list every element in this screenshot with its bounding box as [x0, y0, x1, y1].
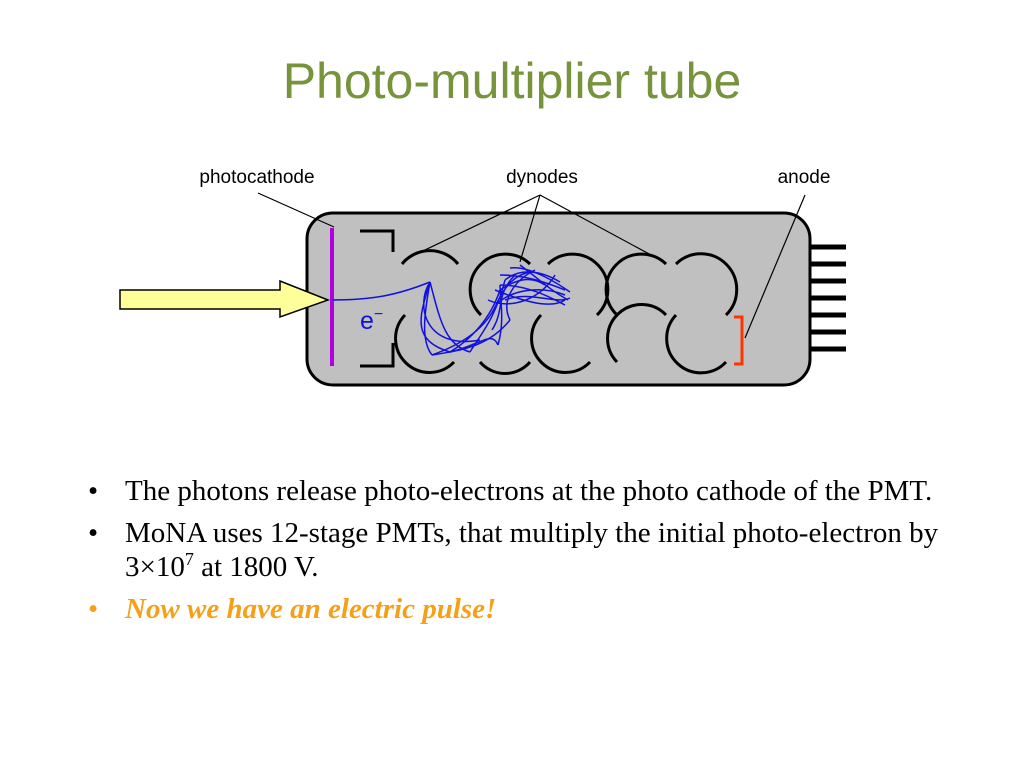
pmt-diagram: photocathode dynodes anode e−	[119, 167, 846, 387]
focus-electrode	[360, 229, 395, 368]
dynode-6	[530, 313, 592, 374]
label-leaders	[257, 192, 806, 339]
electron-paths	[331, 264, 571, 356]
electron-label: e−	[360, 306, 383, 335]
bullet-item-2: • MoNA uses 12-stage PMTs, that multiply…	[88, 516, 948, 584]
slide-title: Photo-multiplier tube	[282, 53, 742, 109]
dynode-3	[468, 252, 532, 317]
bullet-marker: •	[88, 517, 99, 549]
anode	[734, 315, 744, 366]
bullet-text-after: at 1800 V.	[193, 551, 319, 583]
anode-label: anode	[778, 167, 831, 188]
photon-arrow-icon	[119, 279, 331, 319]
photocathode-label: photocathode	[199, 167, 314, 188]
dynodes-leader-1	[403, 194, 541, 261]
bullet-marker: •	[88, 593, 99, 625]
dynode-4	[478, 360, 532, 375]
dynode-10	[665, 313, 728, 375]
bullet-text-before: MoNA uses 12-stage PMTs, that multiply t…	[125, 517, 939, 583]
anode-leader	[744, 194, 806, 339]
bullet-list: • The photons release photo-electrons at…	[88, 474, 948, 634]
bullet-marker: •	[88, 475, 99, 507]
dynode-2	[394, 313, 456, 374]
dynode-8	[606, 303, 668, 364]
photocathode-leader	[257, 192, 335, 228]
bullet-item-1: • The photons release photo-electrons at…	[88, 474, 948, 508]
dynodes-leader-2	[519, 194, 541, 263]
dynodes-label: dynodes	[506, 167, 578, 188]
bullet-item-3: • Now we have an electric pulse!	[88, 592, 948, 626]
bullet-text: Now we have an electric pulse!	[125, 593, 497, 625]
dynode-5	[546, 252, 610, 317]
bullet-text: The photons release photo-electrons at t…	[125, 475, 933, 507]
dynode-9	[674, 252, 739, 317]
bullet-exponent: 7	[184, 549, 194, 569]
dynodes-leader-3	[539, 194, 665, 263]
